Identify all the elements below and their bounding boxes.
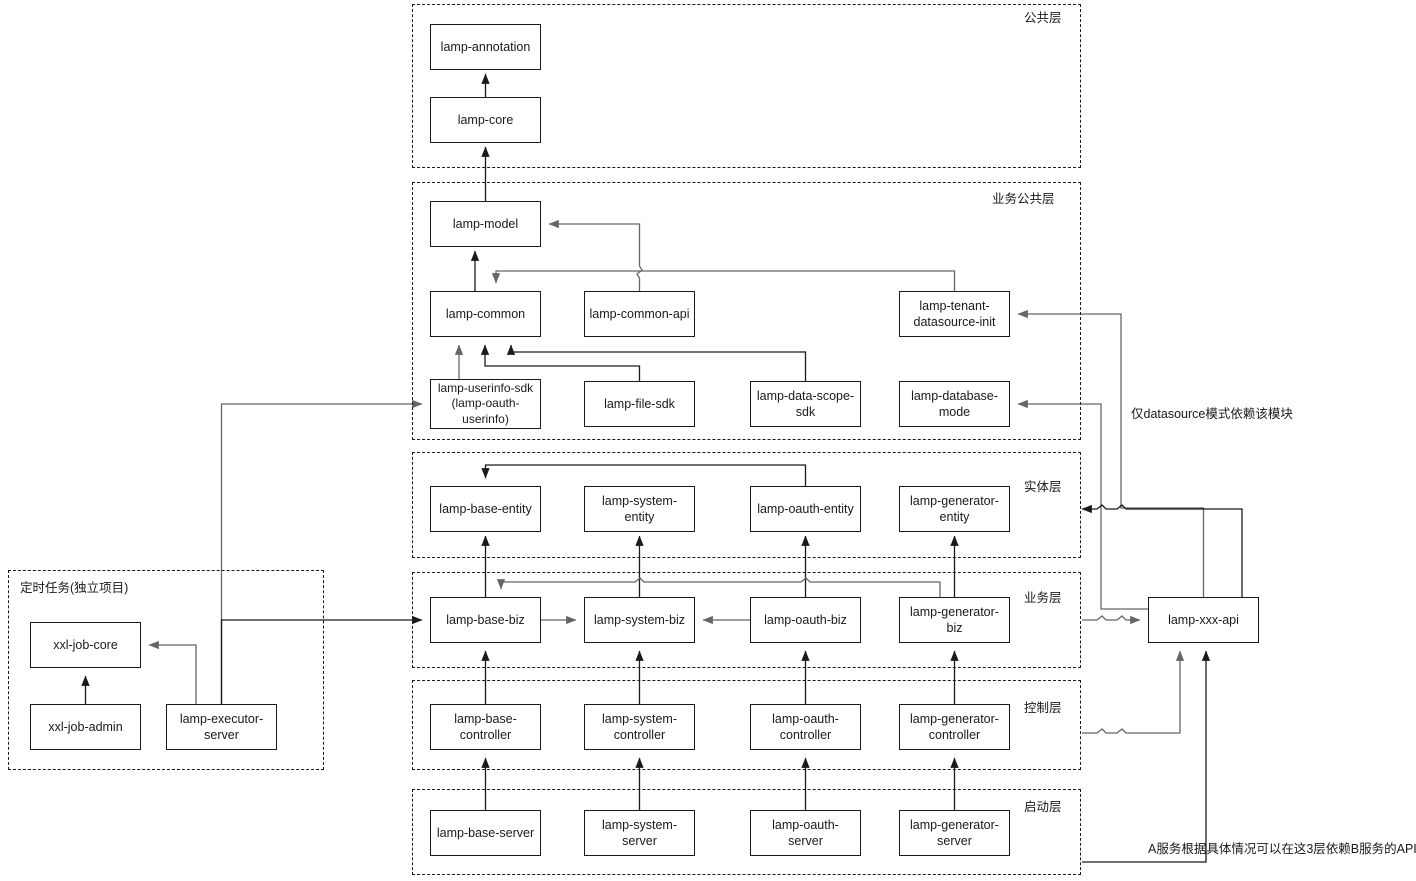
edge-controller-left-stub	[1082, 404, 1101, 752]
node-lamp-userinfo-sdk[interactable]: lamp-userinfo-sdk (lamp-oauth-userinfo)	[430, 379, 541, 429]
layer-label-entity: 实体层	[1024, 480, 1062, 494]
node-xxl-job-admin[interactable]: xxl-job-admin	[30, 704, 141, 750]
edge-entitylayer-to-xxxapi	[1081, 504, 1243, 597]
node-lamp-file-sdk[interactable]: lamp-file-sdk	[584, 381, 695, 427]
edge-bizlayer-to-xxxapi	[1082, 615, 1141, 625]
node-lamp-base-entity[interactable]: lamp-base-entity	[430, 486, 541, 532]
node-lamp-generator-server[interactable]: lamp-generator-server	[899, 810, 1010, 856]
node-lamp-base-server[interactable]: lamp-base-server	[430, 810, 541, 856]
layer-label-biz: 业务层	[1024, 591, 1062, 605]
node-lamp-system-entity[interactable]: lamp-system-entity	[584, 486, 695, 532]
node-lamp-generator-entity[interactable]: lamp-generator-entity	[899, 486, 1010, 532]
node-lamp-oauth-controller[interactable]: lamp-oauth-controller	[750, 704, 861, 750]
node-lamp-common-api[interactable]: lamp-common-api	[584, 291, 695, 337]
node-lamp-database-mode[interactable]: lamp-database-mode	[899, 381, 1010, 427]
node-lamp-base-biz[interactable]: lamp-base-biz	[430, 597, 541, 643]
edge-controllerlayer-to-xxxapi	[1082, 650, 1185, 734]
node-lamp-annotation[interactable]: lamp-annotation	[430, 24, 541, 70]
layer-controller	[412, 680, 1081, 770]
layer-entity	[412, 452, 1081, 558]
node-lamp-executor-server[interactable]: lamp-executor-server	[166, 704, 277, 750]
node-lamp-system-controller[interactable]: lamp-system-controller	[584, 704, 695, 750]
node-lamp-data-scope-sdk[interactable]: lamp-data-scope-sdk	[750, 381, 861, 427]
edge-bottom-note-riser	[1082, 650, 1211, 863]
layer-biz	[412, 572, 1081, 668]
node-lamp-oauth-biz[interactable]: lamp-oauth-biz	[750, 597, 861, 643]
layer-startup	[412, 789, 1081, 875]
node-lamp-system-biz[interactable]: lamp-system-biz	[584, 597, 695, 643]
layer-public	[412, 4, 1081, 168]
layer-label-public: 公共层	[1024, 11, 1062, 25]
layer-biz-public	[412, 182, 1081, 440]
node-lamp-system-server[interactable]: lamp-system-server	[584, 810, 695, 856]
node-lamp-common[interactable]: lamp-common	[430, 291, 541, 337]
layer-cron	[8, 570, 324, 770]
layer-label-biz-public: 业务公共层	[992, 192, 1055, 206]
node-lamp-base-controller[interactable]: lamp-base-controller	[430, 704, 541, 750]
node-lamp-oauth-server[interactable]: lamp-oauth-server	[750, 810, 861, 856]
node-lamp-oauth-entity[interactable]: lamp-oauth-entity	[750, 486, 861, 532]
node-lamp-model[interactable]: lamp-model	[430, 201, 541, 247]
node-lamp-tenant-datasource-init[interactable]: lamp-tenant-datasource-init	[899, 291, 1010, 337]
node-lamp-generator-biz[interactable]: lamp-generator-biz	[899, 597, 1010, 643]
node-lamp-core[interactable]: lamp-core	[430, 97, 541, 143]
layer-label-cron: 定时任务(独立项目)	[20, 581, 129, 595]
node-lamp-generator-controller[interactable]: lamp-generator-controller	[899, 704, 1010, 750]
layer-label-controller: 控制层	[1024, 701, 1062, 715]
node-xxl-job-core[interactable]: xxl-job-core	[30, 622, 141, 668]
node-lamp-xxx-api[interactable]: lamp-xxx-api	[1148, 597, 1259, 643]
note-api-layer-dependency: A服务根据具体情况可以在这3层依赖B服务的API层	[1148, 842, 1416, 856]
layer-label-startup: 启动层	[1024, 800, 1062, 814]
note-datasource-mode: 仅datasource模式依赖该模块	[1131, 407, 1293, 421]
